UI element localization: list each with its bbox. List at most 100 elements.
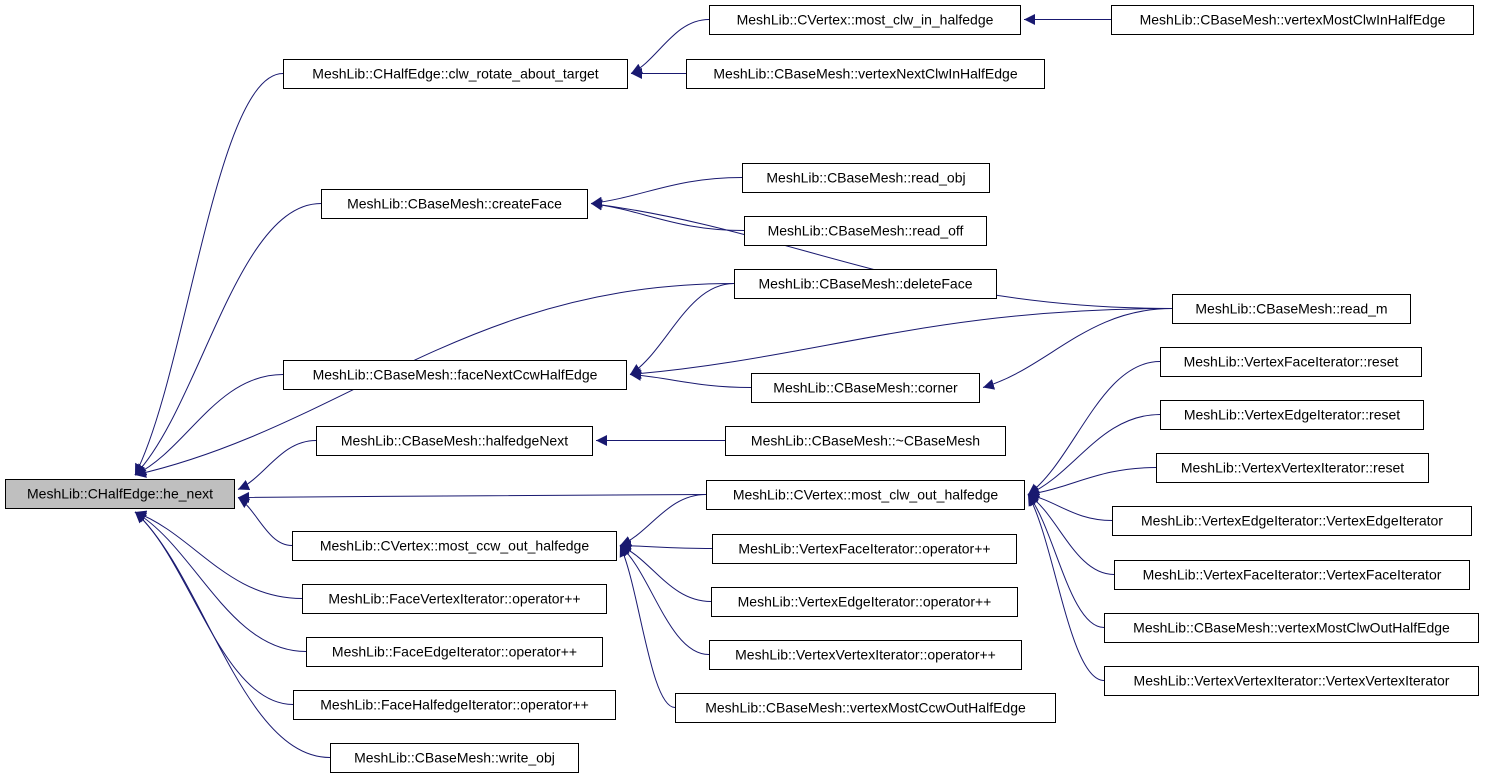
- graph-node[interactable]: MeshLib::FaceVertexIterator::operator++: [302, 584, 607, 614]
- node-box[interactable]: [1160, 400, 1424, 430]
- node-label[interactable]: MeshLib::FaceVertexIterator::operator++: [328, 591, 580, 607]
- nodes-layer: MeshLib::CHalfEdge::he_next MeshLib::CHal…: [5, 5, 1479, 773]
- node-box[interactable]: [1160, 347, 1422, 377]
- node-box[interactable]: [709, 5, 1021, 35]
- node-box[interactable]: [709, 640, 1022, 670]
- node-box[interactable]: [725, 426, 1006, 456]
- node-label[interactable]: MeshLib::CBaseMesh::~CBaseMesh: [751, 433, 980, 449]
- edge-7-to-5: [590, 199, 745, 231]
- node-label[interactable]: MeshLib::CHalfEdge::he_next: [27, 486, 213, 502]
- graph-node[interactable]: MeshLib::FaceHalfedgeIterator::operator+…: [293, 690, 616, 720]
- graph-node[interactable]: MeshLib::CBaseMesh::read_obj: [742, 163, 990, 193]
- graph-node[interactable]: MeshLib::CVertex::most_clw_in_halfedge: [709, 5, 1021, 35]
- graph-node[interactable]: MeshLib::CBaseMesh::corner: [751, 373, 980, 403]
- node-label[interactable]: MeshLib::CBaseMesh::vertexMostClwOutHalf…: [1133, 620, 1450, 636]
- node-label[interactable]: MeshLib::CVertex::most_clw_out_halfedge: [733, 487, 999, 503]
- node-label[interactable]: MeshLib::VertexEdgeIterator::reset: [1184, 407, 1400, 423]
- node-box[interactable]: [706, 480, 1025, 510]
- node-box[interactable]: [686, 59, 1045, 89]
- graph-node[interactable]: MeshLib::CBaseMesh::createFace: [321, 189, 588, 219]
- node-box[interactable]: [742, 163, 990, 193]
- graph-node[interactable]: MeshLib::CVertex::most_clw_out_halfedge: [706, 480, 1025, 510]
- node-label[interactable]: MeshLib::FaceHalfedgeIterator::operator+…: [320, 697, 589, 713]
- graph-node[interactable]: MeshLib::VertexFaceIterator::operator++: [712, 534, 1017, 564]
- node-box[interactable]: [293, 690, 616, 720]
- node-box[interactable]: [5, 479, 235, 509]
- node-label[interactable]: MeshLib::CBaseMesh::vertexMostCcwOutHalf…: [705, 700, 1026, 716]
- graph-node[interactable]: MeshLib::CBaseMesh::~CBaseMesh: [725, 426, 1006, 456]
- node-box[interactable]: [302, 584, 607, 614]
- node-box[interactable]: [711, 587, 1018, 617]
- node-label[interactable]: MeshLib::CVertex::most_ccw_out_halfedge: [320, 538, 589, 554]
- graph-node[interactable]: MeshLib::VertexEdgeIterator::operator++: [711, 587, 1018, 617]
- graph-node[interactable]: MeshLib::CBaseMesh::read_off: [744, 216, 987, 246]
- root-node[interactable]: MeshLib::CHalfEdge::he_next: [5, 479, 235, 509]
- graph-node[interactable]: MeshLib::CBaseMesh::faceNextCcwHalfEdge: [283, 360, 627, 390]
- node-label[interactable]: MeshLib::CBaseMesh::faceNextCcwHalfEdge: [313, 367, 598, 383]
- node-label[interactable]: MeshLib::CBaseMesh::read_m: [1195, 301, 1387, 317]
- node-label[interactable]: MeshLib::VertexEdgeIterator::operator++: [738, 594, 992, 610]
- node-box[interactable]: [734, 269, 997, 299]
- graph-node[interactable]: MeshLib::CBaseMesh::vertexNextClwInHalfE…: [686, 59, 1045, 89]
- node-box[interactable]: [283, 59, 628, 89]
- node-box[interactable]: [1104, 613, 1479, 643]
- node-box[interactable]: [1112, 506, 1472, 536]
- graph-node[interactable]: MeshLib::VertexVertexIterator::VertexVer…: [1104, 666, 1479, 696]
- node-box[interactable]: [330, 743, 579, 773]
- graph-node[interactable]: MeshLib::VertexFaceIterator::VertexFaceI…: [1114, 560, 1470, 590]
- node-label[interactable]: MeshLib::CBaseMesh::deleteFace: [759, 276, 973, 292]
- edge-14-to-22: [619, 494, 707, 547]
- graph-node[interactable]: MeshLib::CHalfEdge::clw_rotate_about_tar…: [283, 59, 628, 89]
- node-label[interactable]: MeshLib::CBaseMesh::read_obj: [766, 170, 965, 186]
- node-box[interactable]: [751, 373, 980, 403]
- graph-node[interactable]: MeshLib::FaceEdgeIterator::operator++: [306, 637, 603, 667]
- edge-25-to-22: [619, 545, 710, 655]
- node-box[interactable]: [744, 216, 987, 246]
- graph-node[interactable]: MeshLib::CBaseMesh::write_obj: [330, 743, 579, 773]
- node-label[interactable]: MeshLib::VertexVertexIterator::operator+…: [735, 647, 996, 663]
- node-box[interactable]: [712, 534, 1017, 564]
- graph-node[interactable]: MeshLib::CBaseMesh::read_m: [1172, 294, 1411, 324]
- graph-node[interactable]: MeshLib::CBaseMesh::vertexMostClwOutHalf…: [1104, 613, 1479, 643]
- edge-20-to-14: [1027, 494, 1105, 628]
- node-label[interactable]: MeshLib::VertexVertexIterator::VertexVer…: [1134, 673, 1450, 689]
- node-label[interactable]: MeshLib::CBaseMesh::read_off: [768, 223, 964, 239]
- node-label[interactable]: MeshLib::FaceEdgeIterator::operator++: [332, 644, 577, 660]
- node-box[interactable]: [1172, 294, 1411, 324]
- node-label[interactable]: MeshLib::VertexFaceIterator::VertexFaceI…: [1143, 567, 1442, 583]
- node-box[interactable]: [292, 531, 617, 561]
- graph-node[interactable]: MeshLib::VertexVertexIterator::reset: [1156, 453, 1429, 483]
- node-label[interactable]: MeshLib::CHalfEdge::clw_rotate_about_tar…: [312, 66, 599, 82]
- edge-24-to-22: [619, 544, 712, 602]
- node-label[interactable]: MeshLib::VertexVertexIterator::reset: [1181, 460, 1404, 476]
- node-label[interactable]: MeshLib::CBaseMesh::vertexMostClwInHalfE…: [1140, 12, 1446, 28]
- node-box[interactable]: [306, 637, 603, 667]
- node-label[interactable]: MeshLib::CVertex::most_clw_in_halfedge: [737, 12, 994, 28]
- node-label[interactable]: MeshLib::CBaseMesh::vertexNextClwInHalfE…: [713, 66, 1017, 82]
- graph-node[interactable]: MeshLib::CVertex::most_ccw_out_halfedge: [292, 531, 617, 561]
- node-label[interactable]: MeshLib::VertexFaceIterator::reset: [1184, 354, 1399, 370]
- node-label[interactable]: MeshLib::CBaseMesh::halfedgeNext: [341, 433, 568, 449]
- node-label[interactable]: MeshLib::CBaseMesh::corner: [773, 380, 958, 396]
- graph-node[interactable]: MeshLib::VertexVertexIterator::operator+…: [709, 640, 1022, 670]
- node-label[interactable]: MeshLib::VertexEdgeIterator::VertexEdgeI…: [1141, 513, 1443, 529]
- graph-node[interactable]: MeshLib::CBaseMesh::vertexMostClwInHalfE…: [1111, 5, 1474, 35]
- node-box[interactable]: [1114, 560, 1470, 590]
- graph-node[interactable]: MeshLib::VertexEdgeIterator::VertexEdgeI…: [1112, 506, 1472, 536]
- node-label[interactable]: MeshLib::CBaseMesh::createFace: [347, 196, 562, 212]
- node-box[interactable]: [321, 189, 588, 219]
- node-box[interactable]: [283, 360, 627, 390]
- graph-node[interactable]: MeshLib::VertexFaceIterator::reset: [1160, 347, 1422, 377]
- node-box[interactable]: [316, 426, 593, 456]
- node-box[interactable]: [675, 693, 1056, 723]
- node-label[interactable]: MeshLib::VertexFaceIterator::operator++: [738, 541, 990, 557]
- node-box[interactable]: [1156, 453, 1429, 483]
- node-box[interactable]: [1104, 666, 1479, 696]
- edge-17-to-14: [1027, 467, 1157, 499]
- graph-node[interactable]: MeshLib::VertexEdgeIterator::reset: [1160, 400, 1424, 430]
- node-box[interactable]: [1111, 5, 1474, 35]
- graph-node[interactable]: MeshLib::CBaseMesh::halfedgeNext: [316, 426, 593, 456]
- graph-node[interactable]: MeshLib::CBaseMesh::vertexMostCcwOutHalf…: [675, 693, 1056, 723]
- graph-node[interactable]: MeshLib::CBaseMesh::deleteFace: [734, 269, 997, 299]
- node-label[interactable]: MeshLib::CBaseMesh::write_obj: [354, 750, 555, 766]
